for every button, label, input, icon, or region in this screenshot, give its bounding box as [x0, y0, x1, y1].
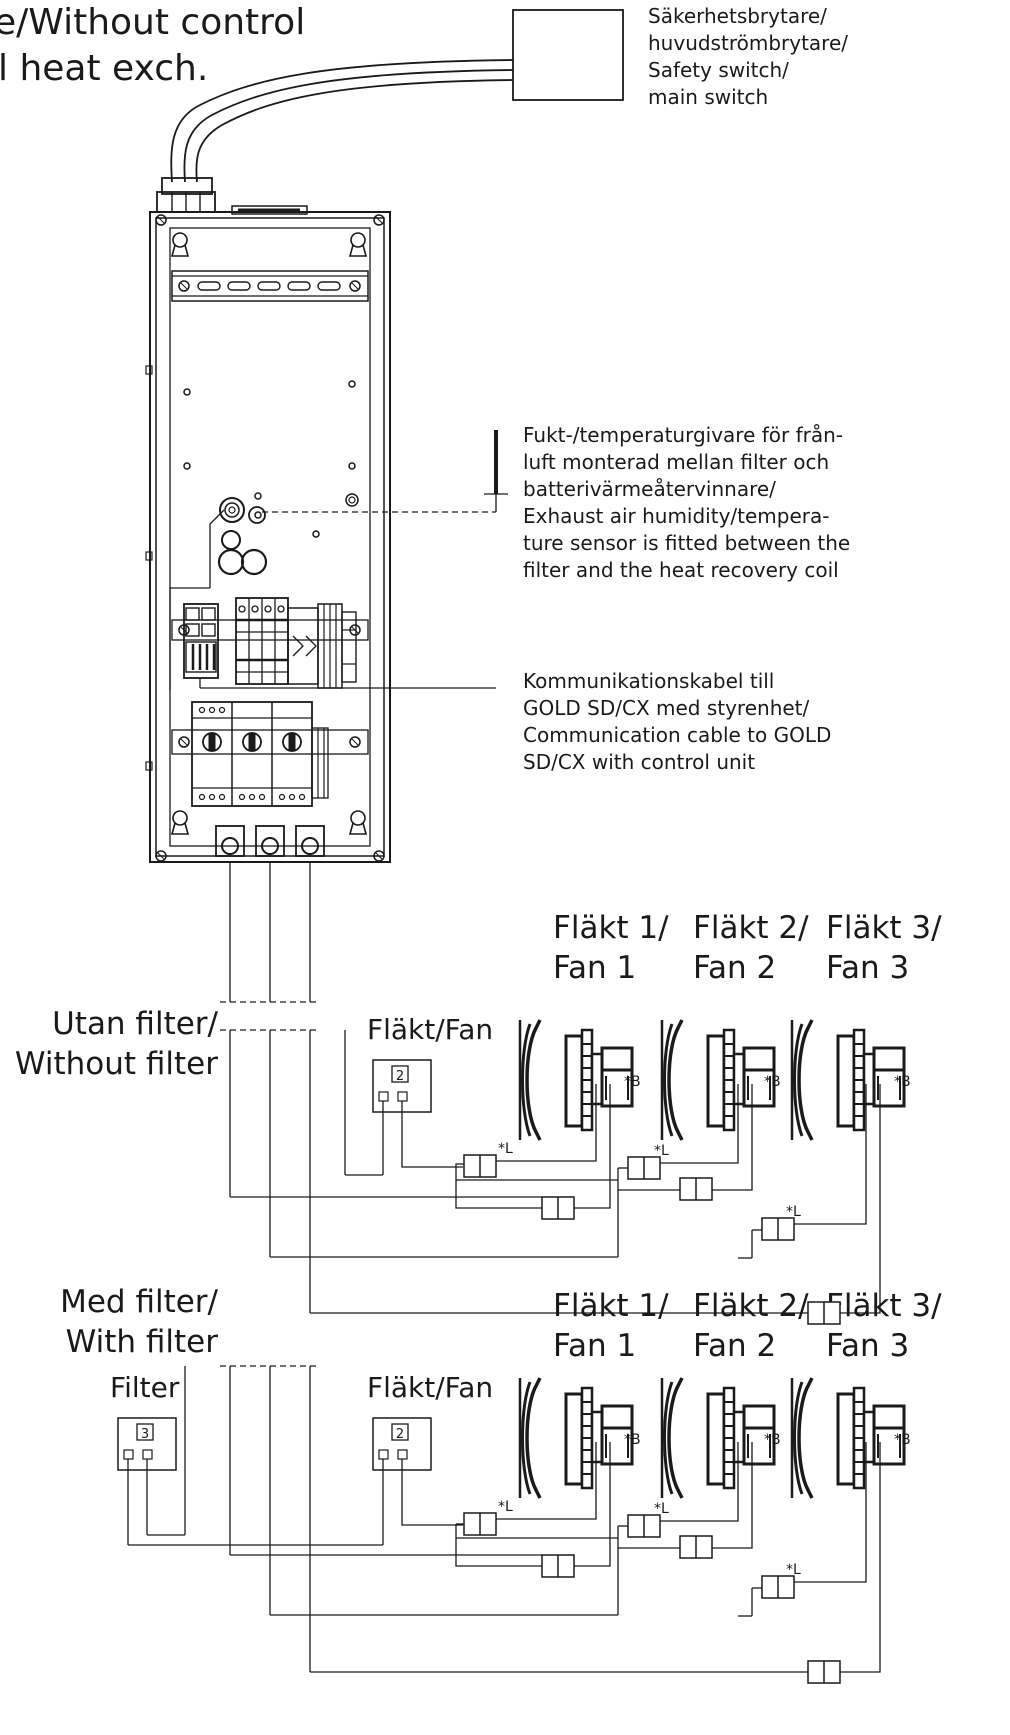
wo-fan1-label: Fläkt 1/ Fan 1 — [553, 910, 669, 986]
title-line-1: e/Without control — [0, 2, 306, 43]
w-fan1-label: Fläkt 1/ Fan 1 — [553, 1288, 669, 1364]
filter-box-number: 3 — [141, 1427, 149, 1442]
wo-conn3-marker: *L — [786, 1204, 801, 1220]
w-fan2-cable-marker: *B — [764, 1432, 781, 1448]
wo-fan-box-label: Fläkt/Fan — [367, 1013, 494, 1046]
sensor-label: Fukt-/temperaturgivare för från- luft mo… — [523, 423, 851, 582]
w-conn2-marker: *L — [654, 1501, 669, 1517]
safety-switch-label: Säkerhetsbrytare/ huvudströmbrytare/ Saf… — [648, 4, 848, 109]
w-conn1-marker: *L — [498, 1499, 513, 1515]
w-fan2-label: Fläkt 2/ Fan 2 — [693, 1288, 809, 1364]
with-filter-label: Med filter/ With filter — [60, 1284, 218, 1360]
w-fan3-cable-marker: *B — [894, 1432, 911, 1448]
wo-fan3-label: Fläkt 3/ Fan 3 — [826, 910, 942, 986]
wo-fan-box-number: 2 — [396, 1069, 404, 1084]
cabinet — [149, 205, 391, 863]
wo-fan1-cable-marker: *B — [624, 1074, 641, 1090]
safety-switch-box — [512, 9, 624, 101]
wo-fan3-cable-marker: *B — [894, 1074, 911, 1090]
diagram-title: e/Without control il heat exch. — [0, 0, 620, 138]
w-conn3-marker: *L — [786, 1562, 801, 1578]
w-fan1-cable-marker: *B — [624, 1432, 641, 1448]
without-filter-label: Utan filter/ Without filter — [14, 1006, 218, 1082]
wo-fan2-cable-marker: *B — [764, 1074, 781, 1090]
wo-conn2-marker: *L — [654, 1143, 669, 1159]
filter-box-label: Filter — [110, 1371, 180, 1404]
wo-fan2-label: Fläkt 2/ Fan 2 — [693, 910, 809, 986]
w-fan-box-label: Fläkt/Fan — [367, 1371, 494, 1404]
title-line-2: il heat exch. — [0, 48, 209, 89]
w-fan-box-number: 2 — [396, 1427, 404, 1442]
wo-conn1-marker: *L — [498, 1141, 513, 1157]
comm-cable-label: Kommunikationskabel till GOLD SD/CX med … — [523, 669, 832, 774]
